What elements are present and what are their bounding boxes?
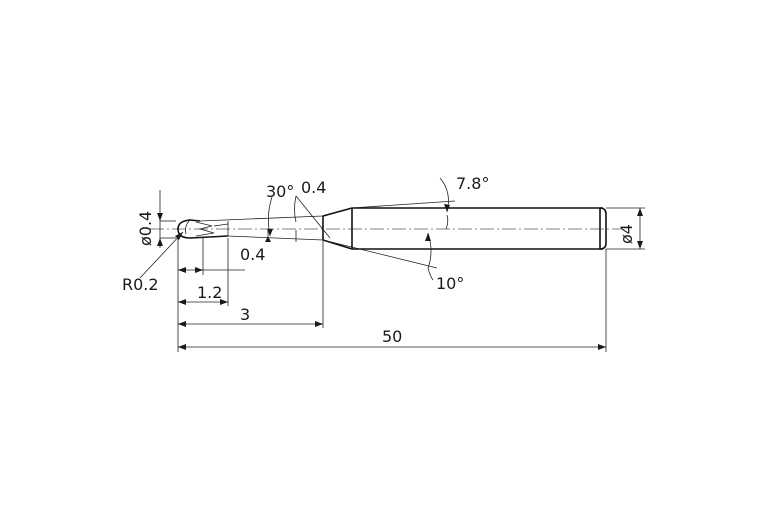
tip-angle-label: 10° <box>436 274 464 293</box>
ball-radius-label: R0.2 <box>122 275 159 294</box>
tool-neck <box>199 207 353 250</box>
overall-length-label: 50 <box>382 327 402 346</box>
dim-ball-radius <box>139 231 184 279</box>
neck-width-arrow <box>265 236 271 242</box>
neck-length-label: 3 <box>240 305 250 324</box>
shank-diameter-label: ø4 <box>617 224 636 244</box>
flute-length-label: 1.2 <box>197 283 222 302</box>
ball-nose-tip <box>177 219 229 239</box>
tool-shank <box>351 207 607 250</box>
dim-neck-length <box>178 321 323 327</box>
dim-taper-angle <box>351 177 456 230</box>
dim-flute-length <box>178 267 245 305</box>
dim-tip-angle <box>322 232 438 281</box>
dim-tip-diameter <box>157 190 163 248</box>
dim-overall-length <box>178 344 606 350</box>
extension-lines <box>160 207 645 352</box>
tip-diameter-label: ø0.4 <box>136 211 155 246</box>
chamfer-label: 0.4 <box>301 178 326 197</box>
dim-shank-diameter <box>637 208 643 249</box>
dim-neck-angle <box>267 195 331 239</box>
taper-angle-label: 7.8° <box>456 174 489 193</box>
neck-width-label: 0.4 <box>240 245 265 264</box>
neck-angle-label: 30° <box>266 182 294 201</box>
